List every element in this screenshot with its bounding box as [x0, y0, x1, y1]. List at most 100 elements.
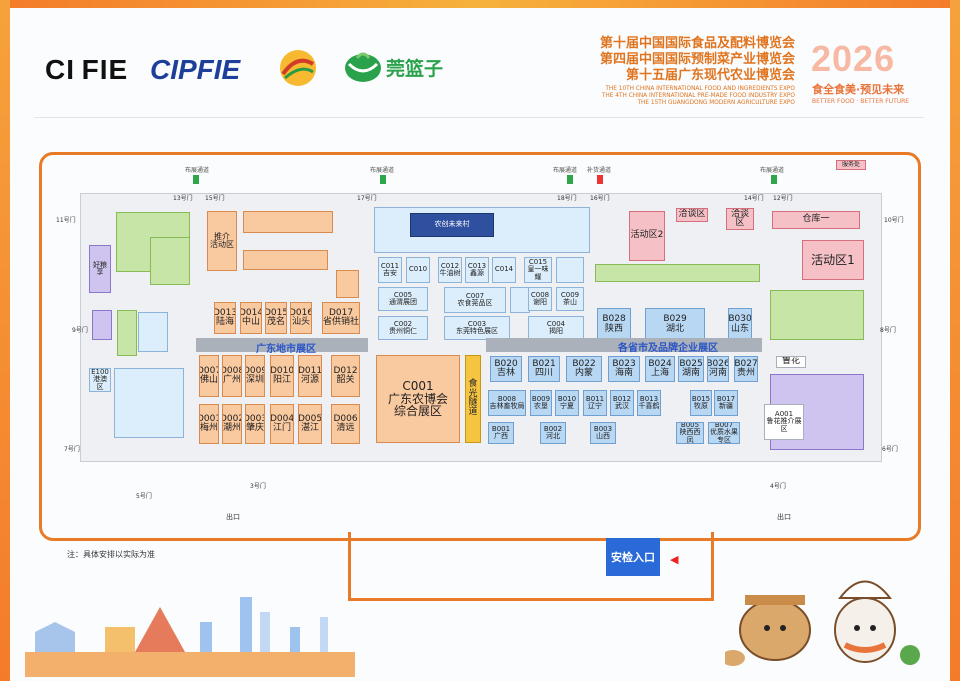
green-booth-block [770, 290, 864, 340]
title-line-1: 第十届中国国际食品及配料博览会 [599, 36, 795, 51]
security-entry: 安检入口 [606, 538, 660, 576]
exit-left: 出口 [226, 513, 240, 521]
warehouse-1: 仓库一 [772, 211, 860, 229]
venue-outline-entrance [348, 532, 714, 601]
setup-road-3: 布展通道 [553, 167, 578, 174]
negotiation-area-2: 洽谈区 [726, 208, 754, 230]
gate-16: 16号门 [590, 195, 610, 202]
gate-17: 17号门 [357, 195, 377, 202]
food-tunnel: 食光隧道 [465, 355, 481, 443]
right-frame [950, 0, 960, 681]
agri-expo-logo-icon [280, 50, 316, 86]
cifie-logo: CI FIE [45, 54, 129, 85]
orange-booth-block [336, 270, 359, 298]
booth-c016 [556, 257, 584, 283]
gate-3: 3号门 [250, 483, 266, 490]
purple-booth-block [92, 310, 112, 340]
mascot-illustration [725, 580, 920, 666]
venue-outline [39, 152, 921, 541]
city-skyline-illustration [25, 597, 355, 677]
red-gate-marker [597, 175, 603, 184]
gate-14: 14号门 [744, 195, 764, 202]
booth-c010: C010 [406, 257, 430, 283]
gate-13: 13号门 [173, 195, 193, 202]
slogan: 食全食美·预见未来 [812, 83, 905, 96]
orange-booth-block [243, 250, 328, 270]
title-en-2: THE 4TH CHINA INTERNATIONAL PRE-MADE FOO… [601, 93, 795, 99]
activity-area-1: 活动区1 [802, 240, 864, 280]
supply-road: 补货通道 [587, 167, 612, 174]
green-booth-block [117, 310, 137, 356]
negotiation-area-1: 洽谈区 [676, 208, 708, 222]
guanlanzi-logo-text: 莞篮子 [386, 58, 444, 80]
aisle-right [486, 338, 762, 352]
entry-arrow-icon: ◀ [670, 553, 679, 566]
booth-d008: D008广州 [222, 355, 242, 397]
header-divider [34, 117, 924, 118]
booth-c014: C014 [492, 257, 516, 283]
orange-booth-block [243, 211, 333, 233]
gate-10: 10号门 [884, 217, 904, 224]
title-en-1: THE 10TH CHINA INTERNATIONAL FOOD AND IN… [605, 86, 795, 92]
gate-15: 15号门 [205, 195, 225, 202]
gate-18: 18号门 [557, 195, 577, 202]
gate-7: 7号门 [64, 446, 80, 453]
luhua-booth: 鲁花 [776, 356, 806, 368]
blue-booth-block [114, 368, 184, 438]
booth-d002: D002潮州 [222, 404, 242, 444]
setup-road-1: 布展通道 [185, 167, 210, 174]
promo-activity-area: 推介活动区 [207, 211, 237, 271]
gate-4: 4号门 [770, 483, 786, 490]
booth-d007: D007佛山 [199, 355, 219, 397]
gate-9: 9号门 [72, 327, 88, 334]
year-mark: 2026 [811, 38, 896, 79]
disclaimer-note: 注：具体安排以实际为准 [67, 550, 155, 559]
guanlanzi-logo-icon [345, 52, 381, 82]
agri-village-label: 农创未来村 [410, 213, 494, 237]
slogan-en: BETTER FOOD · BETTER FUTURE [812, 98, 910, 105]
title-en-3: THE 15TH GUANGDONG MODERN AGRICULTURE EX… [637, 100, 795, 106]
aisle-left [196, 338, 368, 352]
title-line-2: 第四届中国国际预制菜产业博览会 [599, 52, 795, 67]
green-gate-marker [771, 175, 777, 184]
service-desk: 服务处 [836, 160, 866, 170]
exit-right: 出口 [777, 513, 791, 521]
activity-area-2: 活动区2 [629, 211, 665, 261]
gate-8: 8号门 [880, 327, 896, 334]
